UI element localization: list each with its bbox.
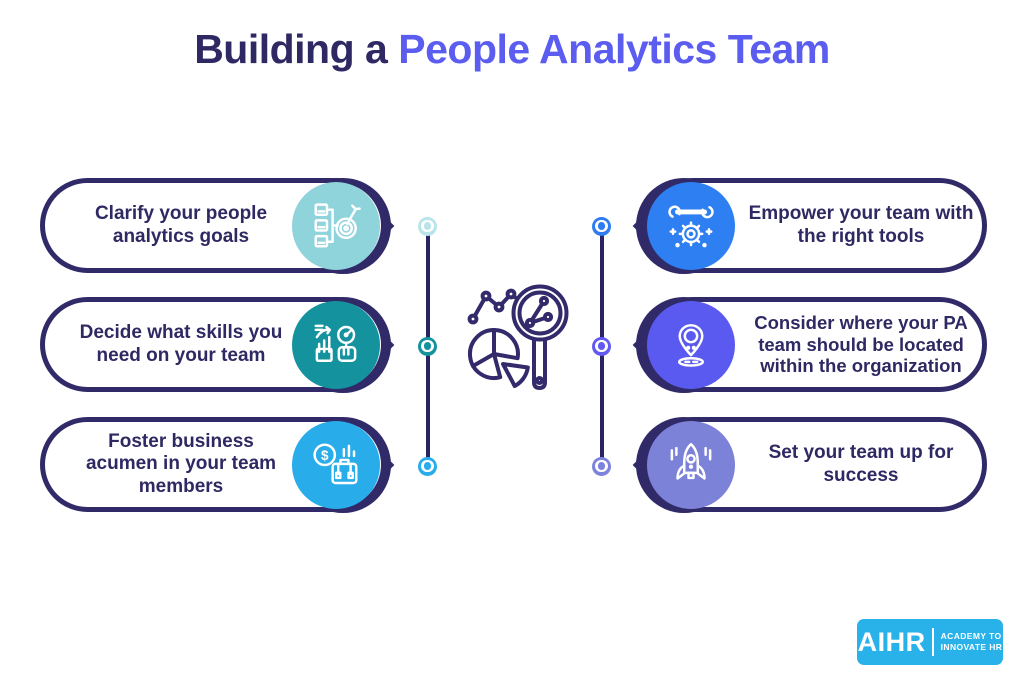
step-label: Consider where your PA team should be lo…	[754, 312, 968, 377]
timeline-dot-5	[592, 336, 611, 356]
step-label: Empower your team with the right tools	[748, 203, 974, 247]
step-card-2: Decide what skills you need on your team	[40, 296, 395, 393]
step-card-1: Clarify your people analytics goals	[40, 177, 395, 274]
flowchart-target-icon	[292, 181, 380, 270]
rocket-icon	[647, 420, 735, 509]
dot-core	[423, 342, 432, 350]
dot-ring	[421, 459, 434, 473]
step-card-3: $ Foster business acumen in your team me…	[40, 416, 395, 513]
title-prefix: Building a	[194, 26, 388, 72]
step-label: Set your team up for success	[768, 442, 954, 486]
magnifier-handle	[532, 337, 547, 390]
step-label: Foster business acumen in your team memb…	[85, 431, 277, 497]
location-pin-icon	[647, 300, 735, 389]
aihr-logo: AIHR ACADEMY TO INNOVATE HR	[857, 619, 1003, 665]
logo-tagline: ACADEMY TO INNOVATE HR	[940, 630, 1003, 652]
title-highlight: People Analytics Team	[398, 26, 830, 72]
dot-ring	[421, 219, 434, 233]
money-briefcase-icon: $	[292, 420, 380, 509]
skills-gauge-icon	[292, 300, 380, 389]
svg-text:$: $	[321, 447, 329, 462]
timeline-dot-2	[418, 336, 437, 356]
dot-ring	[595, 459, 608, 473]
logo-divider	[931, 628, 934, 656]
magnifier-lens	[511, 284, 569, 342]
timeline-dot-3	[418, 456, 437, 476]
step-card-6: Set your team up for success	[632, 416, 987, 513]
timeline-dot-6	[592, 456, 611, 476]
dot-core	[597, 222, 606, 230]
dot-core	[423, 222, 432, 230]
dot-core	[597, 462, 606, 470]
timeline-dot-4	[592, 216, 611, 236]
dot-ring	[595, 219, 608, 233]
wrench-gear-icon	[647, 181, 735, 270]
analytics-magnifier-illustration	[454, 277, 586, 404]
page-title: Building a People Analytics Team	[0, 26, 1024, 73]
pie-chart	[467, 328, 520, 380]
step-card-4: Empower your team with the right tools	[632, 177, 987, 274]
dot-core	[597, 342, 606, 350]
logo-brand-text: AIHR	[857, 626, 926, 657]
dot-core	[423, 462, 432, 470]
pie-slice	[501, 362, 530, 388]
step-card-5: Consider where your PA team should be lo…	[632, 296, 987, 393]
dot-ring	[421, 339, 434, 353]
step-label: Decide what skills you need on your team	[79, 322, 283, 366]
step-label: Clarify your people analytics goals	[94, 203, 268, 247]
timeline-dot-1	[418, 216, 437, 236]
dot-ring	[595, 339, 608, 353]
